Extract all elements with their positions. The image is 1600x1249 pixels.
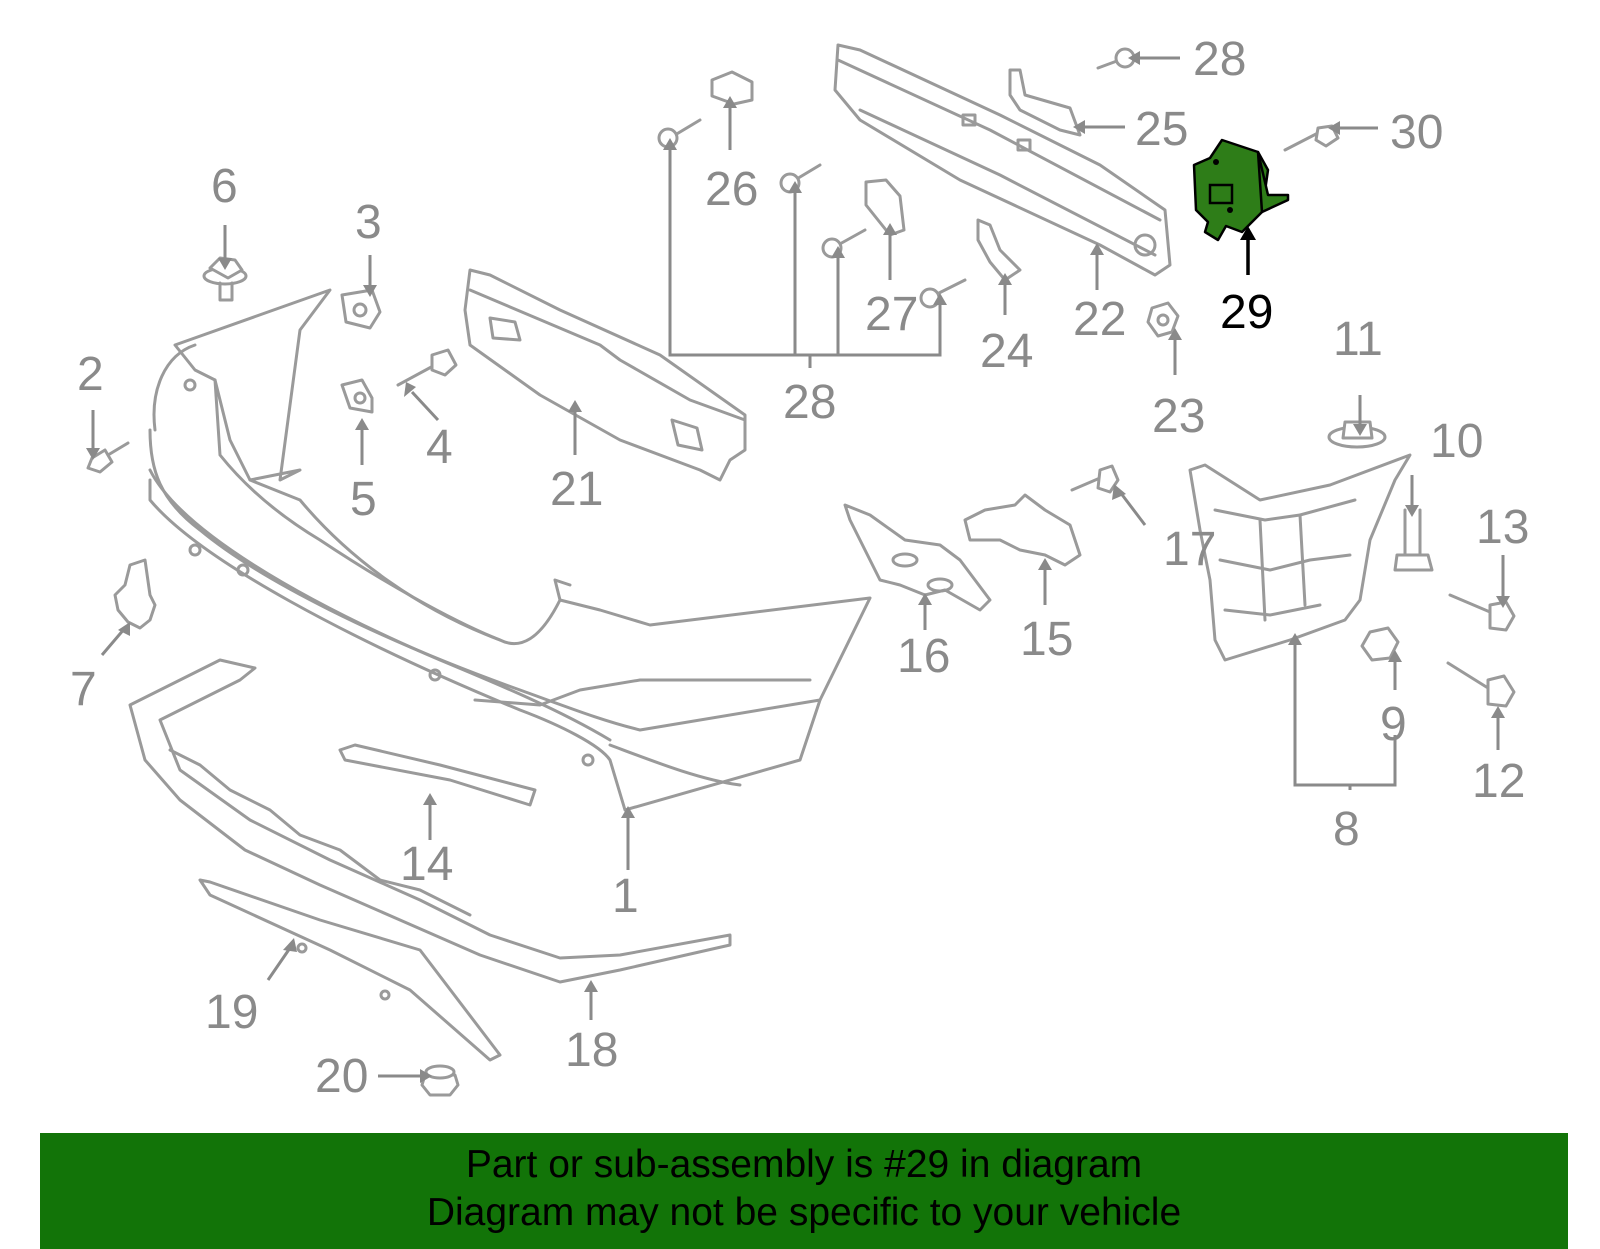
reflector-strip-part — [338, 743, 537, 807]
callout-2[interactable]: 2 — [77, 348, 104, 401]
callout-labels: 1 2 3 4 5 6 7 8 9 10 11 12 13 14 15 16 1… — [70, 33, 1529, 1103]
callout-28-top[interactable]: 28 — [1193, 33, 1246, 86]
retainer-part-5 — [340, 378, 374, 414]
callout-22[interactable]: 22 — [1073, 293, 1126, 346]
callout-13[interactable]: 13 — [1476, 501, 1529, 554]
callout-12[interactable]: 12 — [1472, 755, 1525, 808]
banner-line-part-info: Part or sub-assembly is #29 in diagram — [465, 1143, 1143, 1186]
clip-nut-part — [420, 1064, 460, 1097]
bolt-part-9 — [1360, 626, 1400, 662]
bolt-part-2 — [86, 441, 130, 474]
callout-21[interactable]: 21 — [550, 463, 603, 516]
bracket-part-25 — [1008, 68, 1082, 137]
callout-14[interactable]: 14 — [400, 838, 453, 891]
leader-lines — [86, 51, 1510, 1083]
side-bracket-part-8 — [1188, 453, 1412, 662]
bolt-part-4 — [396, 348, 458, 387]
callout-7[interactable]: 7 — [70, 663, 97, 716]
bolt-part-12 — [1446, 661, 1516, 708]
callout-9[interactable]: 9 — [1380, 698, 1407, 751]
callout-28-bottom[interactable]: 28 — [783, 376, 836, 429]
stud-part-10 — [1393, 508, 1434, 572]
callout-16[interactable]: 16 — [897, 630, 950, 683]
info-banner: Part or sub-assembly is #29 in diagram D… — [40, 1133, 1568, 1249]
banner-line-disclaimer: Diagram may not be specific to your vehi… — [426, 1191, 1182, 1234]
bracket-part-16 — [843, 503, 992, 612]
sensor-bracket-part — [113, 558, 157, 630]
energy-absorber-part — [463, 268, 747, 482]
bumper-cover-part — [148, 288, 872, 812]
lower-trim-part — [198, 878, 502, 1062]
retainer-part-3 — [340, 288, 382, 330]
callout-17[interactable]: 17 — [1163, 523, 1216, 576]
callout-8[interactable]: 8 — [1333, 803, 1360, 856]
parts-diagram: 1 2 3 4 5 6 7 8 9 10 11 12 13 14 15 16 1… — [70, 33, 1529, 1103]
callout-19[interactable]: 19 — [205, 986, 258, 1039]
callout-10[interactable]: 10 — [1430, 415, 1483, 468]
callout-6[interactable]: 6 — [211, 160, 238, 213]
callout-18[interactable]: 18 — [565, 1024, 618, 1077]
callout-24[interactable]: 24 — [980, 325, 1033, 378]
callout-3[interactable]: 3 — [355, 196, 382, 249]
callout-11[interactable]: 11 — [1333, 313, 1383, 366]
lower-valance-part — [128, 658, 732, 984]
retainer-part-26 — [710, 70, 754, 106]
nut-part-23 — [1146, 301, 1180, 338]
callout-26[interactable]: 26 — [705, 163, 758, 216]
bolt-part-30 — [1283, 124, 1340, 152]
callout-20[interactable]: 20 — [315, 1050, 368, 1103]
callout-15[interactable]: 15 — [1020, 613, 1073, 666]
bracket-part-27 — [864, 178, 906, 237]
callout-25[interactable]: 25 — [1135, 103, 1188, 156]
bracket-part-24 — [976, 218, 1022, 282]
bracket-part-15 — [963, 493, 1082, 567]
callout-27[interactable]: 27 — [865, 288, 918, 341]
callout-29-highlighted[interactable]: 29 — [1220, 286, 1273, 339]
screw-part-17 — [1070, 464, 1120, 494]
callout-23[interactable]: 23 — [1152, 390, 1205, 443]
callout-30[interactable]: 30 — [1390, 106, 1443, 159]
reinforcement-beam-part — [833, 43, 1172, 277]
callout-1[interactable]: 1 — [612, 870, 639, 923]
callout-5[interactable]: 5 — [350, 473, 377, 526]
callout-4[interactable]: 4 — [426, 421, 453, 474]
highlighted-bracket-part-29[interactable] — [1192, 138, 1290, 242]
